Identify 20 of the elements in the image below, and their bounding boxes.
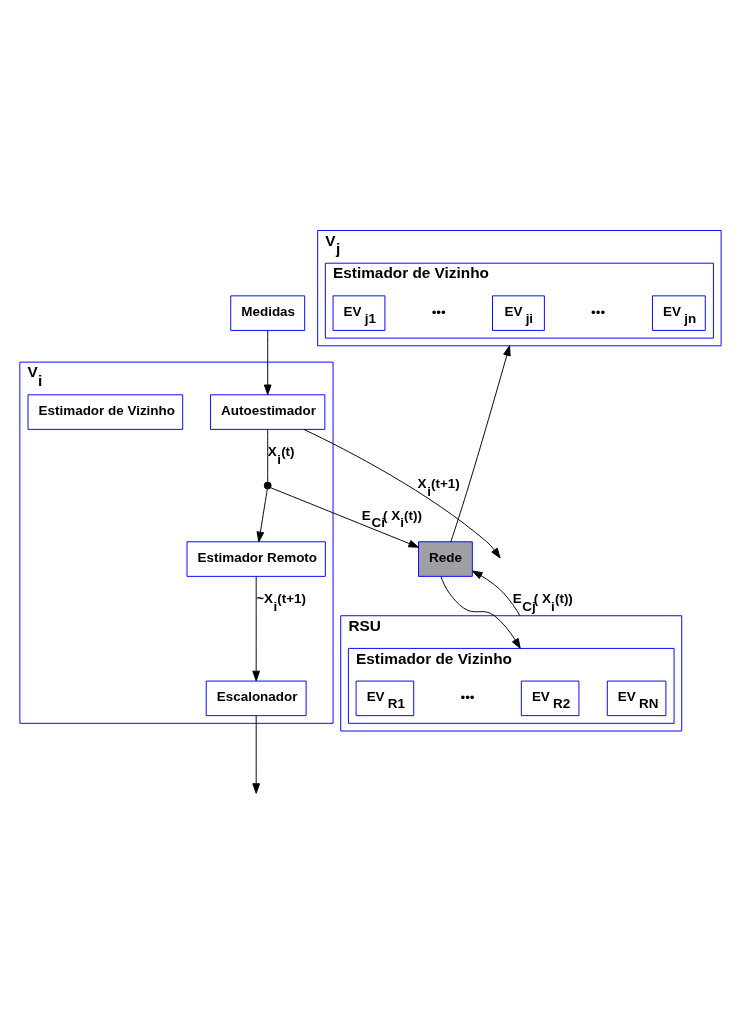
node-box: Rede <box>418 540 473 577</box>
arrow <box>440 575 521 649</box>
node-box: Estimador de Vizinho <box>27 393 184 430</box>
arrow <box>263 329 272 395</box>
node-circle <box>263 481 272 490</box>
arrow <box>303 428 501 558</box>
arrow <box>471 570 521 616</box>
label: ••• <box>460 689 475 705</box>
arrow <box>256 488 268 542</box>
arrow <box>270 486 419 548</box>
arrow <box>252 714 261 794</box>
node-box: Autoestimador <box>210 393 326 430</box>
node-box: Medidas <box>230 294 306 331</box>
node-box: Estimador Remoto <box>186 540 326 577</box>
arrow <box>252 575 261 681</box>
label: ••• <box>591 304 606 320</box>
arrow <box>450 344 511 542</box>
node-box: Escalonador <box>205 680 307 716</box>
connector <box>267 428 269 482</box>
label: ••• <box>431 304 446 320</box>
